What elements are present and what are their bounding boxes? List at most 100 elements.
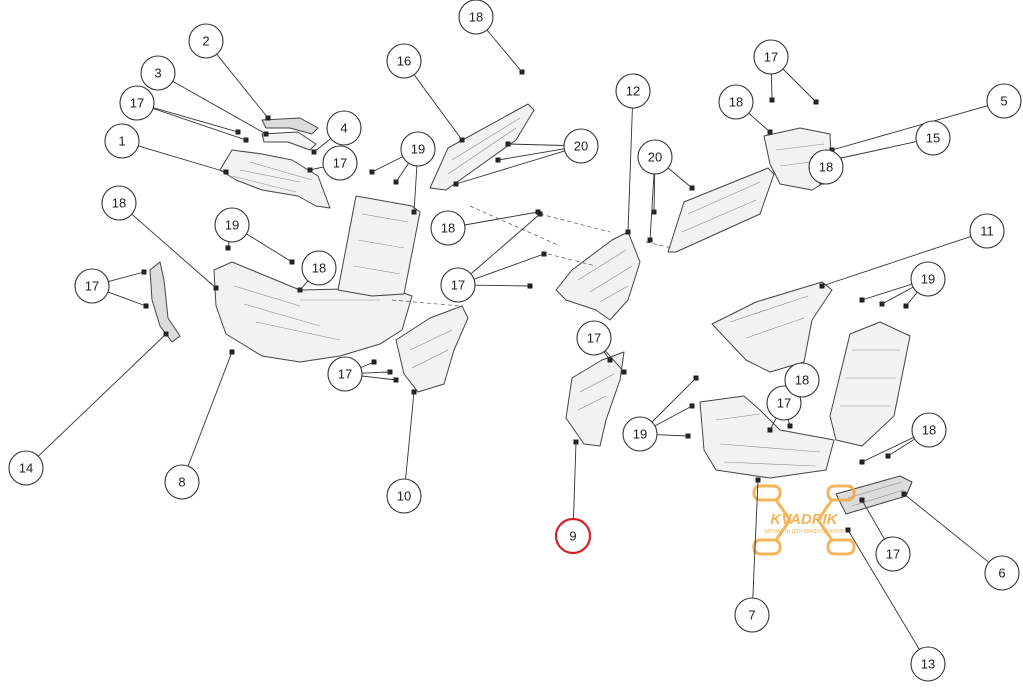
callout-label: 5 <box>1000 94 1007 109</box>
part-left-upright-panel <box>337 195 421 297</box>
leader-line-19 <box>246 233 293 263</box>
callout-label: 19 <box>411 142 425 157</box>
callout-label: 17 <box>451 278 465 293</box>
callout-17: 17 <box>576 320 612 356</box>
callout-18: 18 <box>301 250 337 286</box>
leader-line-17 <box>787 419 791 427</box>
callout-circle <box>915 120 951 156</box>
callout-17: 17 <box>875 536 911 572</box>
leader-line-18 <box>464 211 539 226</box>
leader-line-6 <box>903 493 990 563</box>
leader-line-9 <box>573 441 577 520</box>
callout-label: 19 <box>921 272 935 287</box>
leader-line-4 <box>313 138 331 153</box>
leader-line-7 <box>752 479 759 599</box>
callout-circle <box>622 416 658 452</box>
leader-line-3 <box>172 81 267 135</box>
leader-line-17 <box>474 284 531 287</box>
callout-16: 16 <box>386 43 422 79</box>
leader-line-17 <box>770 73 773 101</box>
part-10-side-guard <box>395 305 469 393</box>
part-right-upright-panel <box>829 321 911 447</box>
callout-label: 17 <box>764 50 778 65</box>
callout-label: 18 <box>922 423 936 438</box>
leader-line-16 <box>413 74 463 141</box>
leader-line-17 <box>360 361 375 368</box>
callout-circle <box>386 43 422 79</box>
leader-line-14 <box>37 333 167 457</box>
callout-11: 11 <box>969 213 1005 249</box>
part-14-bracket <box>149 261 181 343</box>
callout-19: 19 <box>622 416 658 452</box>
callout-19: 19 <box>214 207 250 243</box>
callout-circle <box>8 450 44 486</box>
callout-label: 18 <box>112 196 126 211</box>
callout-circle <box>753 39 789 75</box>
callout-label: 9 <box>569 529 576 544</box>
callout-13: 13 <box>910 646 946 682</box>
leaders-layer <box>37 29 990 650</box>
leader-line-20 <box>653 173 656 213</box>
leader-line-20 <box>497 148 565 161</box>
leader-line-15 <box>831 141 917 161</box>
leader-line-12 <box>627 107 633 233</box>
leader-line-17 <box>153 107 239 133</box>
callout-circle <box>188 23 224 59</box>
callout-circle <box>400 131 436 167</box>
callout-17: 17 <box>327 356 363 392</box>
callout-17: 17 <box>74 268 110 304</box>
leader-line-18 <box>748 112 771 133</box>
callout-circle <box>164 464 200 500</box>
callout-circle <box>327 356 363 392</box>
leader-line-10 <box>405 391 415 480</box>
callout-label: 18 <box>819 160 833 175</box>
callout-circle <box>326 110 362 146</box>
leader-line-18 <box>861 436 914 463</box>
callout-1: 1 <box>104 123 140 159</box>
callout-2: 2 <box>188 23 224 59</box>
callout-circle <box>734 597 770 633</box>
callout-18: 18 <box>784 362 820 398</box>
callout-circle <box>322 145 358 181</box>
callout-circle <box>140 55 176 91</box>
parts-layer <box>149 103 913 515</box>
callout-18: 18 <box>458 0 494 35</box>
leader-line-17 <box>470 213 541 275</box>
kvadrik-watermark: KVADRIK ЗАПЧАСТИ ДЛЯ КВАДРОЦИКЛОВ <box>752 484 856 556</box>
callout-4: 4 <box>326 110 362 146</box>
callout-circle <box>984 555 1020 591</box>
callout-label: 1 <box>118 134 125 149</box>
part-11-right-footwell <box>711 281 833 373</box>
leader-line-1 <box>138 145 227 173</box>
callouts-layer: 1234567891011121314151617171717171717171… <box>8 0 1022 682</box>
callout-label: 16 <box>397 54 411 69</box>
callout-6: 6 <box>984 555 1020 591</box>
callout-label: 2 <box>202 34 209 49</box>
callout-label: 17 <box>85 279 99 294</box>
callout-circle <box>104 123 140 159</box>
callout-label: 17 <box>130 96 144 111</box>
callout-17: 17 <box>440 267 476 303</box>
callout-label: 3 <box>154 66 161 81</box>
part-12-console <box>555 231 641 321</box>
callout-circle <box>563 128 599 164</box>
callout-label: 18 <box>729 95 743 110</box>
callout-label: 15 <box>926 131 940 146</box>
callout-circle <box>969 213 1005 249</box>
callout-circle <box>214 207 250 243</box>
part-2-trim-strip <box>261 117 319 135</box>
callout-label: 6 <box>998 566 1005 581</box>
callout-18: 18 <box>101 185 137 221</box>
callout-circle <box>910 646 946 682</box>
callout-circle <box>910 261 946 297</box>
callout-circle <box>386 478 422 514</box>
callout-circle <box>554 517 592 555</box>
callout-circle <box>718 84 754 120</box>
callout-label: 18 <box>441 221 455 236</box>
callout-circle <box>615 73 651 109</box>
callout-20: 20 <box>563 128 599 164</box>
part-3-trim-strip <box>261 131 317 151</box>
leader-line-18 <box>299 280 309 291</box>
callout-12: 12 <box>615 73 651 109</box>
callout-circle <box>986 83 1022 119</box>
